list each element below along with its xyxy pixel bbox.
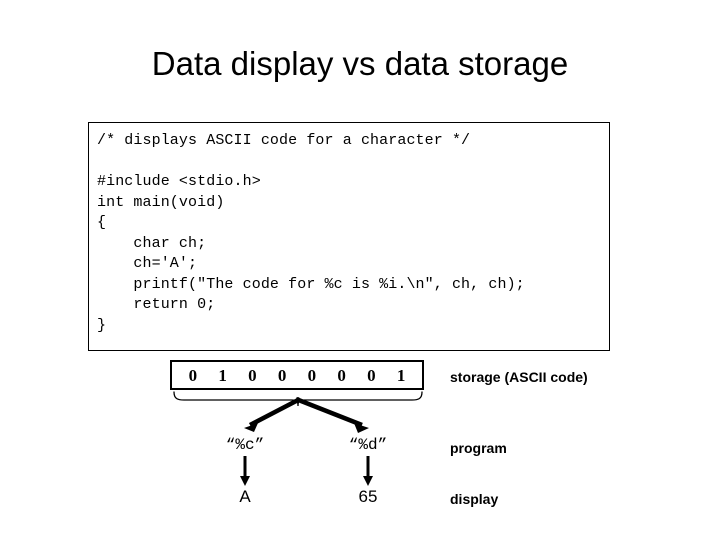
bit-2: 0 xyxy=(248,365,257,385)
ascii-bits-box: 0 1 0 0 0 0 0 1 xyxy=(170,360,424,390)
bit-0: 0 xyxy=(188,365,198,385)
bit-3: 0 xyxy=(277,365,287,385)
code-listing-box: /* displays ASCII code for a character *… xyxy=(88,122,610,351)
arrow-int-to-display xyxy=(363,456,373,486)
bit-6: 0 xyxy=(367,365,376,385)
curly-brace-icon xyxy=(173,391,423,407)
program-annotation-label: program xyxy=(450,440,507,456)
display-annotation-label: display xyxy=(450,491,499,507)
arrow-to-char-format xyxy=(244,397,302,432)
code-listing-text: /* displays ASCII code for a character *… xyxy=(97,132,525,334)
storage-annotation-label: storage (ASCII code) xyxy=(450,369,588,385)
char-format-label: “%c” xyxy=(225,436,265,454)
int-format-label: “%d” xyxy=(348,436,388,454)
output-char-value: A xyxy=(239,487,251,506)
bit-7: 1 xyxy=(396,365,406,385)
bit-5: 0 xyxy=(337,365,346,385)
page-title: Data display vs data storage xyxy=(151,45,569,82)
arrow-to-int-format xyxy=(295,396,369,433)
bit-4: 0 xyxy=(307,365,317,385)
arrow-char-to-display xyxy=(240,456,250,486)
output-code-value: 65 xyxy=(358,487,378,506)
bit-1: 1 xyxy=(218,365,227,385)
